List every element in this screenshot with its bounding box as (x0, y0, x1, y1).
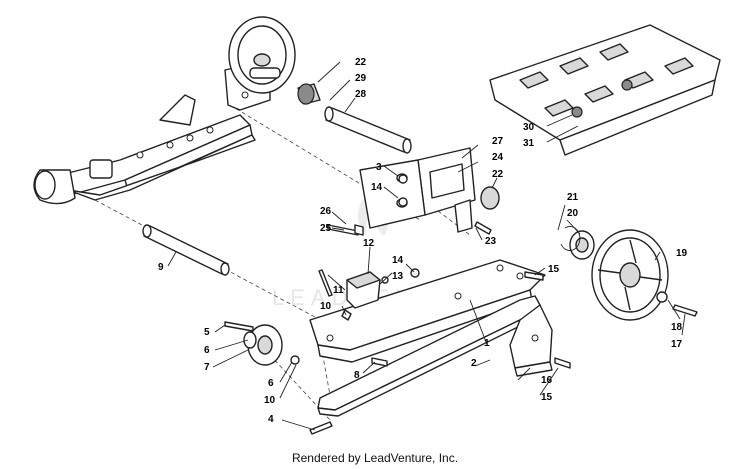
callout-4: 4 (268, 414, 274, 425)
callout-15-top: 15 (548, 264, 560, 275)
callout-5: 5 (204, 327, 210, 338)
callout-17: 17 (671, 339, 683, 350)
slider-block (346, 271, 381, 309)
rear-axle-shaft (297, 83, 412, 154)
callout-27: 27 (492, 136, 504, 147)
front-wheel (243, 324, 300, 366)
callout-15-bottom: 15 (541, 392, 553, 403)
callout-22-top: 22 (355, 57, 367, 68)
callout-21: 21 (567, 192, 579, 203)
callout-22-mid: 22 (492, 169, 504, 180)
callout-2: 2 (471, 358, 477, 369)
callout-19: 19 (676, 248, 688, 259)
callout-8: 8 (354, 370, 360, 381)
callout-10-top: 10 (320, 301, 332, 312)
callout-23: 23 (485, 236, 497, 247)
idler-wheel (591, 229, 698, 321)
callout-28: 28 (355, 89, 367, 100)
callout-10-bottom: 10 (264, 395, 276, 406)
track-section (489, 24, 721, 156)
callout-30: 30 (523, 122, 535, 133)
leader-lines (167, 61, 686, 431)
callout-24: 24 (492, 152, 504, 163)
callout-25: 25 (320, 223, 332, 234)
callout-13: 13 (392, 271, 404, 282)
callout-labels: 22 29 28 27 24 22 3 14 23 26 25 21 20 19… (158, 57, 688, 425)
callout-12: 12 (363, 238, 375, 249)
callout-6-left: 6 (204, 345, 210, 356)
callout-14-mid: 14 (392, 255, 404, 266)
callout-9: 9 (158, 262, 164, 273)
callout-11: 11 (333, 285, 344, 296)
callout-20: 20 (567, 208, 579, 219)
callout-26: 26 (320, 206, 332, 217)
footer-credit: Rendered by LeadVenture, Inc. (291, 451, 459, 465)
cross-shaft (142, 224, 230, 276)
upper-left-rail-assembly (33, 16, 296, 205)
callout-16: 16 (541, 375, 553, 386)
callout-18: 18 (671, 322, 683, 333)
bearing-and-ring (560, 226, 595, 260)
callout-7: 7 (204, 362, 210, 373)
callout-6-right: 6 (268, 378, 274, 389)
callout-31: 31 (523, 138, 535, 149)
callout-14-top: 14 (371, 182, 383, 193)
callout-1: 1 (484, 338, 490, 349)
callout-3: 3 (376, 162, 382, 173)
callout-29: 29 (355, 73, 367, 84)
rear-bracket (509, 304, 553, 377)
